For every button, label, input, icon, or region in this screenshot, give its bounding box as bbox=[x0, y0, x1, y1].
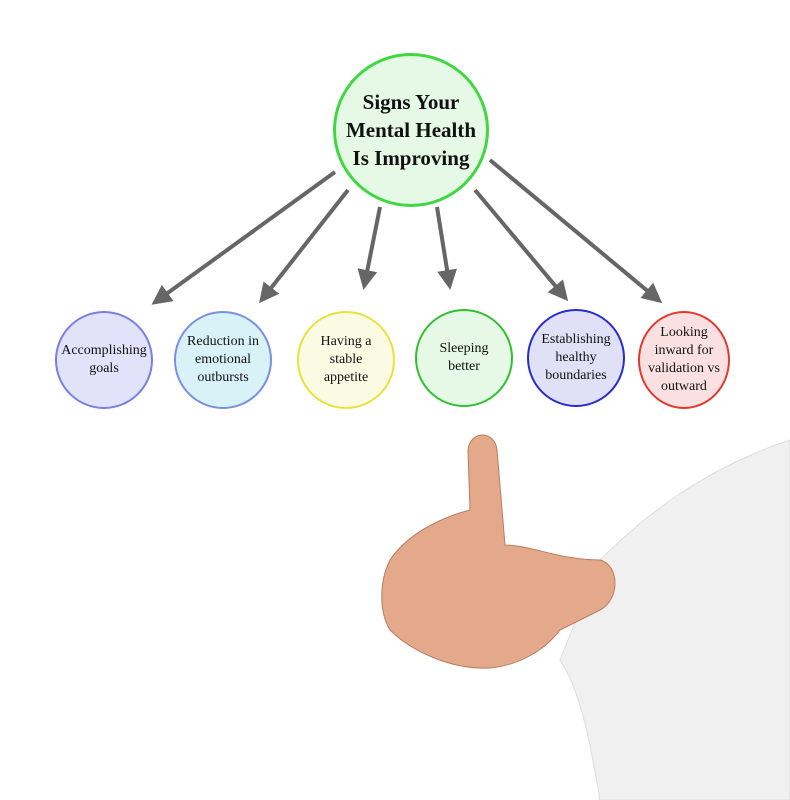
arrow-3 bbox=[357, 206, 382, 290]
sign-circle-2: Reduction in emotional outbursts bbox=[174, 311, 272, 409]
sign-circle-3: Having a stable appetite bbox=[297, 311, 395, 409]
sign-circle-4: Sleeping better bbox=[415, 309, 513, 407]
pointing-hand-illustration bbox=[381, 434, 790, 800]
arrow-1 bbox=[151, 170, 337, 305]
arrow-6 bbox=[488, 158, 663, 304]
sign-circle-1: Accomplishing goals bbox=[55, 311, 153, 409]
main-topic-circle: Signs Your Mental Health Is Improving bbox=[333, 53, 489, 207]
arrow-2 bbox=[259, 188, 350, 304]
main-topic-title: Signs Your Mental Health Is Improving bbox=[345, 90, 477, 170]
sleeve bbox=[559, 439, 790, 800]
hand bbox=[381, 434, 616, 669]
arrow-4 bbox=[435, 206, 457, 290]
sign-circle-6: Looking inward for validation vs outward bbox=[638, 311, 730, 409]
sign-circle-5: Establishing healthy boundaries bbox=[527, 309, 625, 407]
arrow-5 bbox=[473, 188, 569, 302]
